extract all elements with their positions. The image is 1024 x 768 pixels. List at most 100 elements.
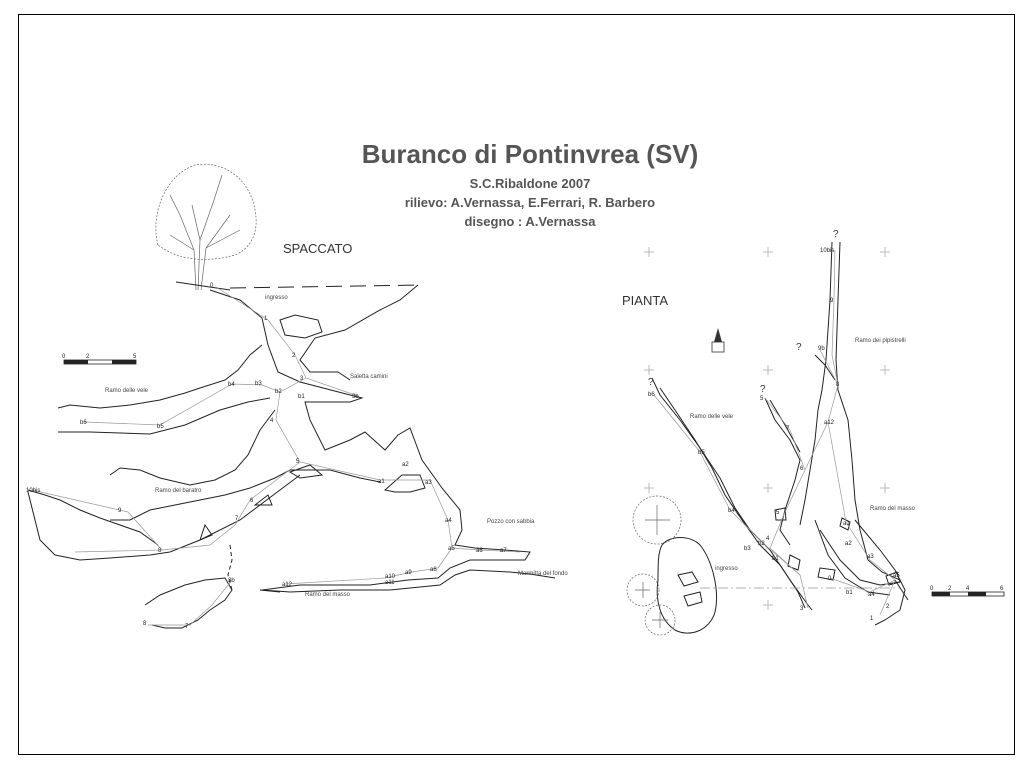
unexplored-mark: ? — [648, 377, 654, 388]
plan-scale-bar: 0 2 4 6 — [930, 586, 1005, 597]
ground-dashed-line — [229, 284, 419, 289]
station-label: b1 — [846, 590, 853, 596]
station-label: 7 — [185, 624, 189, 630]
station-label: a4 — [445, 518, 452, 524]
station-label: 2 — [886, 604, 890, 610]
station-label: 3b — [228, 578, 235, 584]
section-label-west-branch: Ramo delle vele — [105, 388, 149, 394]
station-label: a5 — [893, 573, 900, 579]
station-label: a7 — [500, 548, 507, 554]
station-label: b5 — [698, 450, 705, 456]
station-label: a1 — [843, 521, 850, 527]
drawing-frame — [18, 14, 1015, 755]
tree-icon — [155, 163, 257, 291]
section-label-bottom: Marmitta del fondo — [518, 571, 568, 577]
section-station-labels: 0 1 2 3 3b 4 5 6 7 8 9 3b 7 8 10bis b4 b… — [26, 283, 507, 630]
station-label: a3 — [867, 554, 874, 560]
station-label: 8 — [158, 548, 162, 554]
station-label: b5 — [157, 424, 164, 430]
station-label: 10bis — [26, 488, 40, 494]
station-label: a4 — [868, 592, 875, 598]
station-label: b4 — [228, 382, 235, 388]
section-label-boulder-branch: Ramo del masso — [305, 592, 351, 598]
station-label: 5 — [296, 459, 300, 465]
station-label: a6 — [476, 548, 483, 554]
plan-grid-crosses — [644, 247, 890, 610]
station-label: 1 — [870, 616, 874, 622]
station-label: b2 — [758, 541, 765, 547]
plan-label-entrance: ingresso — [715, 566, 738, 572]
section-cave-walls — [27, 284, 556, 629]
survey-club: S.C.Ribaldone 2007 — [470, 176, 591, 191]
station-label: 7 — [235, 516, 239, 522]
section-scale-bar: 0 2 5 — [62, 354, 137, 365]
station-label: a11 — [385, 580, 395, 586]
station-label: a1 — [378, 479, 385, 485]
plan-station-labels: 10bis 9 9b 8 a12 7 6 5 4 3 a1 a2 a3 a5 a… — [648, 248, 900, 622]
station-label: b3 — [744, 546, 751, 552]
station-label: a5 — [448, 546, 455, 552]
station-label: 2 — [292, 353, 296, 359]
station-label: 10bis — [820, 248, 834, 254]
scale-tick-label: 4 — [966, 586, 970, 592]
station-label: 1 — [264, 316, 268, 322]
station-label: 9 — [830, 298, 834, 304]
section-label-wells: Pozzo con sabbia — [487, 519, 535, 525]
station-label: b4 — [728, 508, 735, 514]
station-label: a10 — [385, 574, 396, 580]
plan-label-upper-branch: Ramo dei pipistrelli — [855, 338, 906, 344]
section-label-lower-branch: Ramo del baratro — [155, 488, 202, 494]
survey-drawer: disegno : A.Vernassa — [464, 214, 596, 229]
station-label: b6 — [80, 420, 87, 426]
station-label: 5 — [760, 396, 764, 402]
scale-tick-label: 2 — [86, 354, 90, 360]
scale-tick-label: 0 — [930, 586, 934, 592]
station-label: a9 — [405, 570, 412, 576]
plan-label-west-branch: Ramo delle vele — [690, 414, 734, 420]
plan-label-boulder-branch: Ramo del masso — [870, 506, 916, 512]
station-label: 4 — [270, 418, 274, 424]
station-label: 3b — [352, 394, 359, 400]
unexplored-mark: ? — [760, 384, 766, 395]
scale-tick-label: 0 — [62, 354, 66, 360]
survey-authors: rilievo: A.Vernassa, E.Ferrari, R. Barbe… — [405, 195, 655, 210]
station-label: b1 — [772, 556, 779, 562]
station-label: a3 — [425, 480, 432, 486]
section-heading: SPACCATO — [283, 241, 352, 256]
station-label: b6 — [648, 392, 655, 398]
station-label: 0 — [210, 283, 214, 289]
station-label: 8 — [143, 621, 147, 627]
station-label: 0 — [828, 576, 832, 582]
section-label-ravine: Saletta camini — [350, 374, 388, 380]
station-label: a8 — [430, 567, 437, 573]
station-label: 8 — [836, 382, 840, 388]
station-label: 3 — [300, 376, 304, 382]
station-label: 6 — [250, 498, 254, 504]
station-label: b2 — [275, 389, 282, 395]
scale-tick-label: 2 — [948, 586, 952, 592]
unexplored-mark: ? — [796, 342, 802, 353]
section-survey-polygonal — [31, 286, 521, 626]
plan-survey-polygonal — [653, 249, 896, 616]
station-label: 9 — [118, 508, 122, 514]
station-label: b3 — [255, 381, 262, 387]
plan-trees-icon — [626, 495, 682, 636]
station-label: a2 — [845, 541, 852, 547]
section-label-entrance: ingresso — [265, 295, 288, 301]
scale-tick-label: 6 — [1000, 586, 1004, 592]
station-label: 9b — [818, 346, 825, 352]
plan-cave-walls — [651, 241, 909, 634]
station-label: 6 — [800, 466, 804, 472]
plan-heading: PIANTA — [622, 293, 668, 308]
unexplored-mark: ? — [833, 229, 839, 240]
station-label: b1 — [298, 394, 305, 400]
ground-line — [175, 281, 231, 291]
survey-title: Buranco di Pontinvrea (SV) — [362, 139, 699, 169]
scale-tick-label: 5 — [133, 354, 137, 360]
station-label: a2 — [402, 462, 409, 468]
station-label: 3 — [800, 606, 804, 612]
station-label: 7 — [786, 426, 790, 432]
station-label: 5 — [776, 510, 780, 516]
station-label: a12 — [824, 420, 835, 426]
station-label: 4 — [766, 536, 770, 542]
